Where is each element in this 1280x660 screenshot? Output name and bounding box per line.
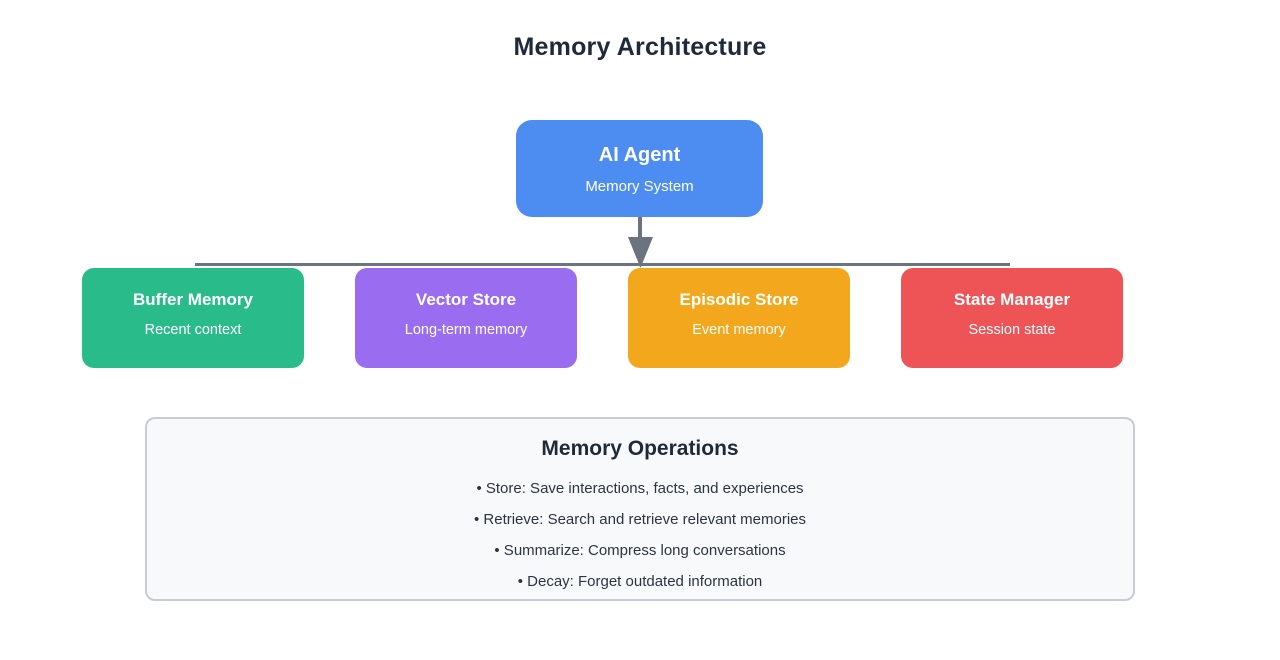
node-subtitle: Recent context (144, 322, 242, 338)
node-vector-store: Vector Store Long-term memory (355, 268, 577, 368)
node-title: State Manager (953, 290, 1071, 309)
node-subtitle: Long-term memory (404, 322, 528, 338)
node-ai-agent: AI Agent Memory System (516, 120, 763, 217)
node-title: AI Agent (598, 144, 681, 166)
connector-horizontal-line (195, 263, 1010, 266)
node-title: Episodic Store (679, 290, 799, 309)
memory-operations-panel: Memory Operations • Store: Save interact… (145, 417, 1135, 601)
node-episodic-store: Episodic Store Event memory (628, 268, 850, 368)
operations-title: Memory Operations (541, 437, 739, 460)
operations-list: • Store: Save interactions, facts, and e… (147, 473, 1133, 597)
node-subtitle: Event memory (692, 322, 786, 338)
node-title: Vector Store (415, 290, 517, 309)
node-state-manager: State Manager Session state (901, 268, 1123, 368)
connector-vertical-line (638, 217, 642, 241)
page-title: Memory Architecture (513, 33, 767, 61)
node-subtitle: Session state (968, 322, 1056, 338)
operations-list-item: • Summarize: Compress long conversations (494, 542, 786, 559)
operations-list-item: • Retrieve: Search and retrieve relevant… (473, 511, 807, 528)
node-title: Buffer Memory (133, 290, 253, 309)
operations-list-item: • Store: Save interactions, facts, and e… (476, 480, 804, 497)
operations-list-item: • Decay: Forget outdated information (517, 573, 763, 590)
node-buffer-memory: Buffer Memory Recent context (82, 268, 304, 368)
node-subtitle: Memory System (585, 178, 694, 195)
